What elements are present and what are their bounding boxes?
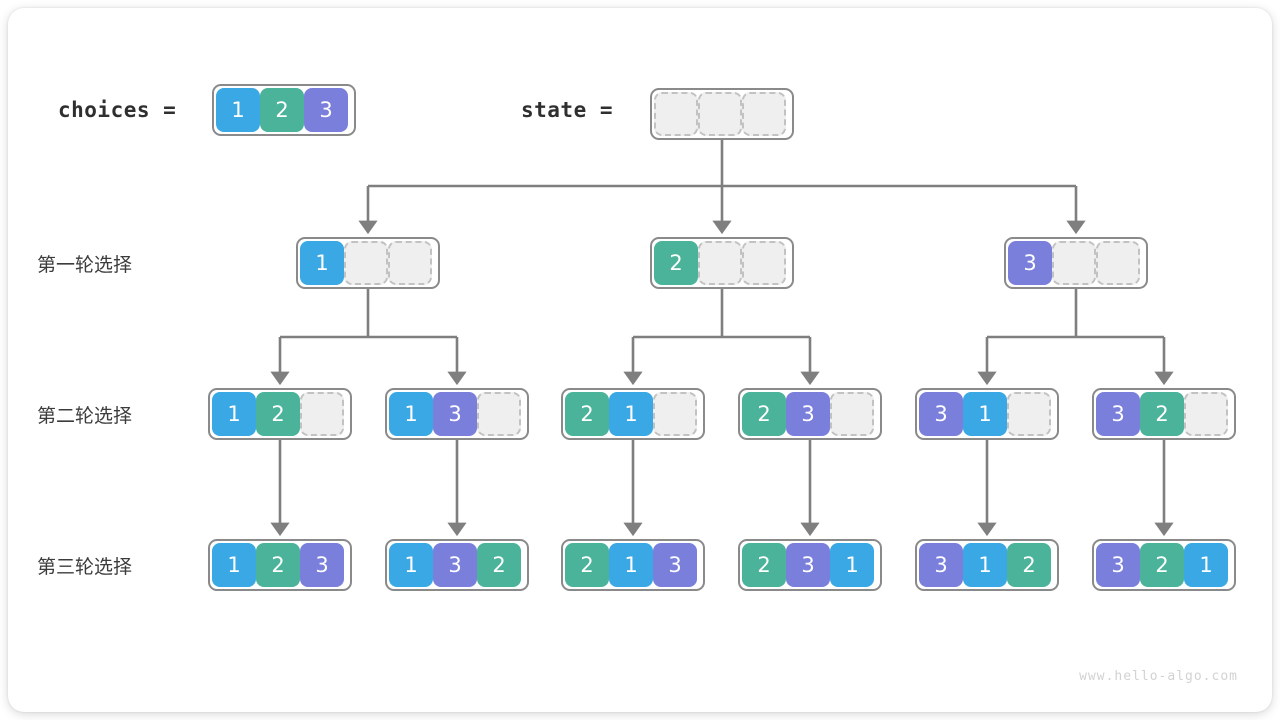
cell-value: 2 <box>260 88 304 132</box>
cell-empty <box>1052 241 1096 285</box>
round1-array: 1 <box>296 237 440 289</box>
cell-empty <box>698 241 742 285</box>
cell-empty <box>830 392 874 436</box>
cell-value: 1 <box>389 543 433 587</box>
cell-value: 1 <box>963 392 1007 436</box>
cell-value: 2 <box>477 543 521 587</box>
watermark: www.hello-algo.com <box>1079 669 1238 684</box>
cell-value: 3 <box>1008 241 1052 285</box>
cell-value: 2 <box>1140 392 1184 436</box>
cell-value: 3 <box>1096 543 1140 587</box>
cell-value: 3 <box>786 543 830 587</box>
cell-empty <box>742 92 786 136</box>
cell-value: 3 <box>433 392 477 436</box>
cell-value: 3 <box>433 543 477 587</box>
cell-value: 2 <box>742 543 786 587</box>
cell-value: 1 <box>963 543 1007 587</box>
row-label-round-1: 第一轮选择 <box>37 254 133 276</box>
cell-empty <box>698 92 742 136</box>
cell-value: 3 <box>919 392 963 436</box>
cell-value: 3 <box>653 543 697 587</box>
cell-value: 2 <box>565 543 609 587</box>
cell-empty <box>1184 392 1228 436</box>
cell-empty <box>388 241 432 285</box>
cell-empty <box>1096 241 1140 285</box>
cell-value: 1 <box>389 392 433 436</box>
cell-value: 2 <box>256 543 300 587</box>
cell-value: 2 <box>565 392 609 436</box>
cell-value: 2 <box>1007 543 1051 587</box>
cell-empty <box>1007 392 1051 436</box>
row-label-round-3: 第三轮选择 <box>37 556 133 578</box>
cell-value: 1 <box>212 392 256 436</box>
cell-value: 1 <box>1184 543 1228 587</box>
cell-value: 2 <box>1140 543 1184 587</box>
state-label: state = <box>521 98 614 122</box>
row-label-round-2: 第二轮选择 <box>37 405 133 427</box>
cell-empty <box>300 392 344 436</box>
cell-empty <box>344 241 388 285</box>
cell-value: 3 <box>786 392 830 436</box>
cell-value: 1 <box>830 543 874 587</box>
cell-value: 2 <box>256 392 300 436</box>
cell-empty <box>477 392 521 436</box>
diagram-card <box>8 8 1272 712</box>
cell-empty <box>742 241 786 285</box>
cell-value: 3 <box>919 543 963 587</box>
cell-value: 1 <box>609 543 653 587</box>
choices-label: choices = <box>58 98 177 122</box>
cell-value: 1 <box>609 392 653 436</box>
cell-empty <box>654 92 698 136</box>
cell-value: 1 <box>216 88 260 132</box>
round1-array: 3 <box>1004 237 1148 289</box>
round1-array: 2 <box>650 237 794 289</box>
state-array <box>650 88 794 140</box>
cell-value: 1 <box>300 241 344 285</box>
cell-value: 2 <box>654 241 698 285</box>
cell-value: 3 <box>304 88 348 132</box>
cell-empty <box>653 392 697 436</box>
cell-value: 1 <box>212 543 256 587</box>
cell-value: 3 <box>1096 392 1140 436</box>
cell-value: 3 <box>300 543 344 587</box>
cell-value: 2 <box>742 392 786 436</box>
